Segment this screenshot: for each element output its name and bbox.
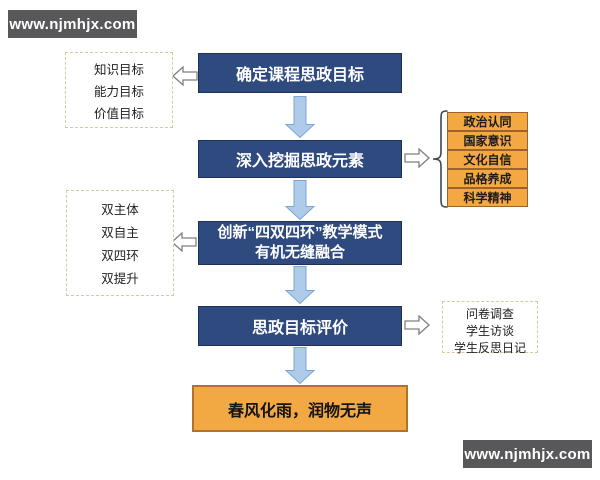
model-item: 双自主: [101, 226, 139, 240]
down-arrow-icon: [285, 180, 315, 220]
element-label: 品格养成: [463, 172, 512, 186]
goal-item: 价值目标: [93, 106, 144, 121]
element-label: 政治认同: [463, 115, 512, 129]
element-item: 国家意识: [447, 131, 528, 150]
step-label: 深入挖掘思政元素: [235, 153, 364, 170]
watermark-top-left: www.njmhjx.com: [8, 10, 137, 38]
course-goals-panel: 知识目标 能力目标 价值目标: [65, 52, 173, 128]
goal-item: 知识目标: [93, 62, 144, 77]
down-arrow-icon: [285, 266, 315, 304]
element-label: 国家意识: [463, 134, 512, 148]
element-item: 政治认同: [447, 112, 528, 131]
watermark-text: www.njmhjx.com: [9, 15, 136, 33]
brace-icon: [432, 110, 448, 208]
goal-item: 能力目标: [93, 84, 144, 99]
teaching-model-panel: 双主体 双自主 双四环 双提升: [66, 190, 174, 296]
model-item: 双主体: [101, 203, 139, 217]
step-teaching-model-box: 创新“四双四环”教学模式 有机无缝融合: [198, 221, 402, 265]
step-label-line2: 有机无缝融合: [254, 244, 345, 261]
left-arrow-icon: [171, 232, 197, 252]
result-label: 春风化雨，润物无声: [227, 402, 372, 420]
right-arrow-icon: [404, 315, 430, 335]
step-label: 确定课程思政目标: [235, 67, 364, 84]
watermark-bottom-right: www.njmhjx.com: [463, 440, 592, 468]
watermark-text: www.njmhjx.com: [464, 445, 591, 463]
right-arrow-icon: [404, 148, 430, 168]
left-arrow-icon: [172, 66, 198, 86]
step-mine-elements-box: 深入挖掘思政元素: [198, 140, 402, 178]
step-label: 思政目标评价: [251, 320, 348, 337]
element-item: 品格养成: [447, 169, 528, 188]
element-label: 科学精神: [463, 191, 512, 205]
element-label: 文化自信: [463, 153, 512, 167]
model-item: 双提升: [101, 272, 139, 286]
model-item: 双四环: [101, 249, 139, 263]
element-item: 科学精神: [447, 188, 528, 207]
evaluation-item: 学生访谈: [465, 324, 514, 338]
step-evaluation-box: 思政目标评价: [198, 306, 402, 346]
down-arrow-icon: [285, 347, 315, 384]
evaluation-item: 学生反思日记: [453, 341, 526, 355]
element-item: 文化自信: [447, 150, 528, 169]
down-arrow-icon: [285, 96, 315, 138]
step-label-line1: 创新“四双四环”教学模式: [217, 224, 383, 241]
step-define-goals-box: 确定课程思政目标: [198, 53, 402, 93]
result-box: 春风化雨，润物无声: [192, 385, 408, 432]
evaluation-item: 问卷调查: [465, 307, 514, 321]
evaluation-methods-panel: 问卷调查 学生访谈 学生反思日记: [442, 301, 538, 355]
